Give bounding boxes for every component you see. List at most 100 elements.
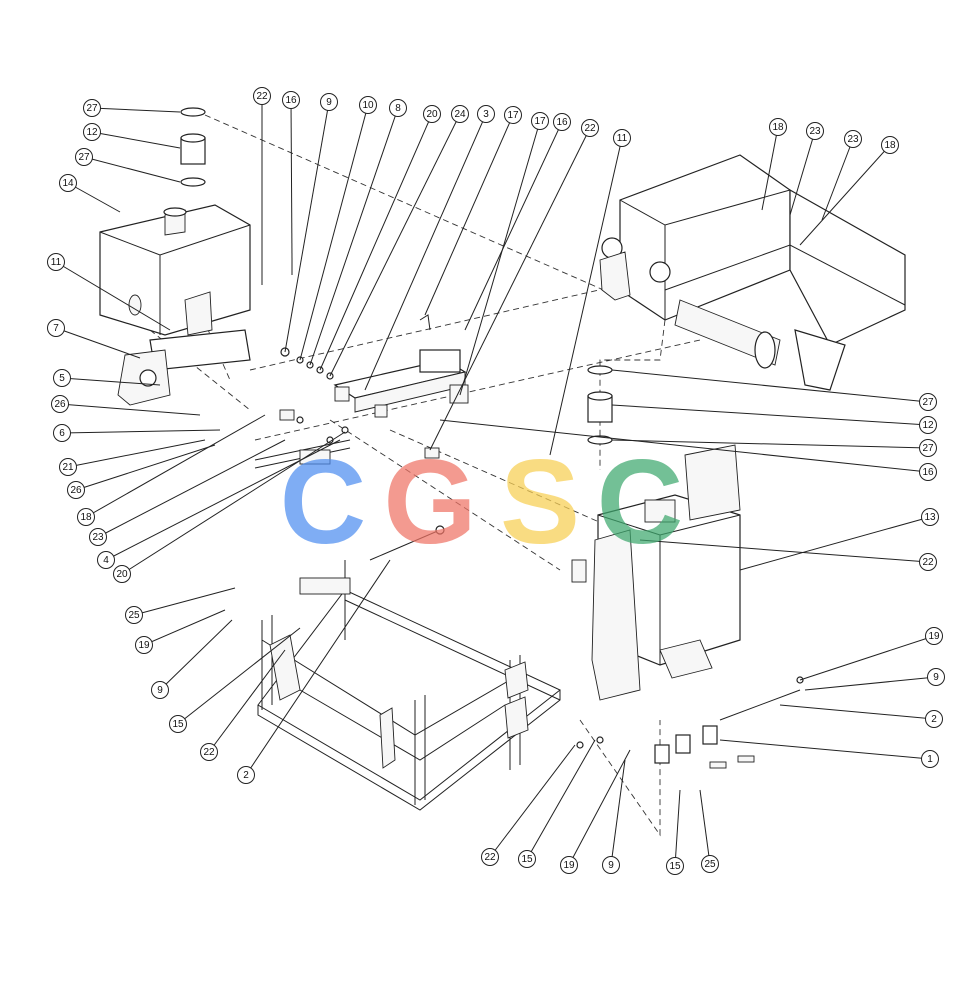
callout-c23a: 23 xyxy=(89,528,107,546)
callout-circle xyxy=(925,710,943,728)
callout-circle xyxy=(451,105,469,123)
callout-circle xyxy=(581,119,599,137)
callout-number: 24 xyxy=(454,109,466,120)
callout-number: 16 xyxy=(922,467,934,478)
callout-circle xyxy=(59,458,77,476)
callout-circle xyxy=(389,99,407,117)
callout-leader-c19b xyxy=(799,635,935,681)
callout-circle xyxy=(83,123,101,141)
callout-number: 5 xyxy=(59,373,65,384)
callout-leader-c19a xyxy=(143,609,226,646)
callout-number: 13 xyxy=(924,512,936,523)
callout-circle xyxy=(560,856,578,874)
callout-circle xyxy=(77,508,95,526)
callout-circle xyxy=(504,106,522,124)
watermark-letter: S xyxy=(500,435,580,569)
watermark-letter: C xyxy=(280,435,367,569)
center-shaft-assembly xyxy=(333,314,469,418)
callout-leader-c12a xyxy=(91,131,181,149)
callout-c1: 1 xyxy=(921,750,939,768)
callout-leader-c15c xyxy=(674,789,681,867)
callout-circle xyxy=(602,856,620,874)
callout-number: 11 xyxy=(617,133,628,144)
right-hopper-part xyxy=(571,444,741,701)
callout-number: 18 xyxy=(80,512,92,523)
callout-leader-c26a xyxy=(59,403,201,416)
callout-number: 12 xyxy=(922,420,934,431)
callout-leader-c1 xyxy=(719,739,931,760)
callout-c3: 3 xyxy=(477,105,495,123)
callout-number: 25 xyxy=(128,610,140,621)
callout-circle xyxy=(282,91,300,109)
callout-leader-c9b xyxy=(804,676,937,691)
callout-leader-c15a xyxy=(177,627,301,725)
callout-number: 27 xyxy=(922,443,934,454)
callout-c12a: 12 xyxy=(83,123,101,141)
callout-circle xyxy=(169,715,187,733)
callout-leader-c9a xyxy=(159,619,233,691)
callout-c27b: 27 xyxy=(75,148,93,166)
callout-circle xyxy=(919,416,937,434)
callout-circle xyxy=(47,319,65,337)
callout-circle xyxy=(769,118,787,136)
callout-c19a: 19 xyxy=(135,636,153,654)
callout-leader-c27c xyxy=(611,369,929,403)
callout-number: 1 xyxy=(927,754,933,765)
callout-circle xyxy=(518,850,536,868)
callout-leader-c7 xyxy=(55,327,141,359)
callout-leader-c2b xyxy=(779,704,935,720)
callout-circle xyxy=(881,136,899,154)
callout-c16t: 16 xyxy=(282,91,300,109)
callout-circle xyxy=(83,99,101,117)
callout-leader-c22b xyxy=(429,127,591,451)
callout-leader-c2a xyxy=(245,559,391,776)
callout-leader-c20a xyxy=(121,431,346,575)
callout-leader-c22a xyxy=(208,649,286,753)
callout-c7: 7 xyxy=(47,319,65,337)
callout-leader-c8 xyxy=(309,107,399,366)
callout-leaders xyxy=(55,96,937,867)
left-hopper-part xyxy=(99,204,251,406)
callout-circle xyxy=(125,606,143,624)
callout-number: 22 xyxy=(922,557,934,568)
callout-leader-c25a xyxy=(133,587,236,616)
callout-c11a: 11 xyxy=(47,253,65,271)
callout-circle xyxy=(927,668,945,686)
callout-number: 25 xyxy=(704,859,716,870)
top-center-hardware xyxy=(261,260,334,421)
callout-number: 26 xyxy=(70,485,82,496)
callout-number: 20 xyxy=(426,109,438,120)
callout-c18b: 18 xyxy=(769,118,787,136)
callout-circle xyxy=(919,439,937,457)
callout-leader-c16t xyxy=(290,99,293,261)
callout-circle xyxy=(925,627,943,645)
callout-leader-c20t xyxy=(319,113,433,371)
callout-c13: 13 xyxy=(921,508,939,526)
callout-leader-c14 xyxy=(67,182,121,213)
callout-number: 20 xyxy=(116,569,128,580)
callout-number: 16 xyxy=(285,95,297,106)
callout-leader-c18c xyxy=(799,144,891,246)
callout-circle xyxy=(59,174,77,192)
callout-leader-c11a xyxy=(55,261,171,331)
callout-leader-c27a xyxy=(91,107,181,113)
callout-circle xyxy=(921,750,939,768)
callout-number: 27 xyxy=(922,397,934,408)
callout-c12b: 12 xyxy=(919,416,937,434)
callout-c22b: 22 xyxy=(581,119,599,137)
watermark-letter: C xyxy=(597,435,684,569)
callout-leader-c24 xyxy=(329,113,461,377)
callout-leader-c12b xyxy=(611,404,929,426)
callout-number: 23 xyxy=(809,126,821,137)
callout-c9b: 9 xyxy=(927,668,945,686)
callout-c22d: 22 xyxy=(481,848,499,866)
callout-circle xyxy=(53,369,71,387)
callout-c2a: 2 xyxy=(237,766,255,784)
watermark-letter: G xyxy=(383,435,476,569)
callout-leader-c27b xyxy=(83,156,181,183)
callout-c23b: 23 xyxy=(806,122,824,140)
callout-c17a: 17 xyxy=(504,106,522,124)
callout-c17b: 17 xyxy=(531,112,549,130)
callout-number: 3 xyxy=(483,109,489,120)
